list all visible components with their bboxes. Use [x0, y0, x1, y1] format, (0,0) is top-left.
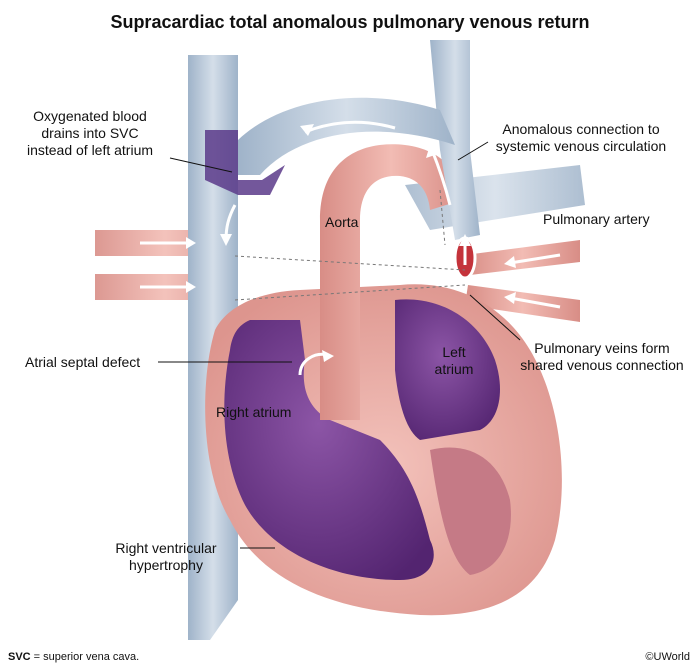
label-anomalous-connection: Anomalous connection to systemic venous …	[476, 121, 686, 155]
label-rvh-line2: hypertrophy	[129, 557, 203, 573]
label-atrial-septal-defect: Atrial septal defect	[25, 354, 141, 370]
label-pulmonary-artery: Pulmonary artery	[543, 211, 650, 227]
label-left-atrium: Left atrium	[428, 344, 480, 378]
label-oxygenated-line3: instead of left atrium	[26, 142, 154, 158]
innominate-vein-arch	[238, 97, 455, 175]
svc-oxygenated-segment	[205, 130, 285, 195]
dashed-guides	[234, 189, 466, 301]
label-pulmonary-veins-shared: Pulmonary veins form shared venous conne…	[512, 340, 692, 374]
label-aorta: Aorta	[325, 214, 359, 230]
flow-arrow-right-vein-1	[509, 253, 561, 265]
label-oxygenated-line2: drains into SVC	[41, 125, 139, 141]
footnote-text: = superior vena cava.	[30, 651, 140, 663]
label-anomalous-line1: Anomalous connection to	[502, 121, 660, 137]
left-atrium-chamber	[395, 299, 500, 440]
label-anomalous-line2: systemic venous circulation	[495, 138, 667, 154]
flow-arrow-right-vein-2	[509, 296, 561, 309]
diagram-title: Supracardiac total anomalous pulmonary v…	[110, 12, 590, 32]
label-rvh-line1: Right ventricular	[115, 540, 217, 556]
label-pv-line1: Pulmonary veins form	[534, 340, 670, 356]
label-oxygenated-blood: Oxygenated blood drains into SVC instead…	[10, 108, 170, 159]
label-left-atrium-line1: Left	[442, 344, 466, 360]
leader-lines	[158, 141, 521, 549]
aorta-vessel	[320, 144, 462, 421]
footnote-abbr: SVC	[8, 651, 31, 663]
label-right-atrium: Right atrium	[216, 404, 292, 420]
label-oxygenated-line1: Oxygenated blood	[33, 108, 147, 124]
footnote: SVC = superior vena cava.	[8, 651, 139, 663]
label-rv-hypertrophy: Right ventricular hypertrophy	[98, 540, 234, 574]
flow-arrow-arch	[304, 120, 396, 134]
label-left-atrium-line2: atrium	[434, 361, 474, 377]
right-heart-chambers	[224, 320, 434, 580]
flow-arrowheads	[186, 124, 516, 362]
label-pv-line2: shared venous connection	[520, 357, 684, 373]
right-pulmonary-veins	[465, 240, 580, 322]
left-ventricle-chamber	[430, 447, 511, 575]
vertical-vein	[430, 40, 480, 240]
copyright-brand: ©UWorld	[645, 651, 690, 663]
